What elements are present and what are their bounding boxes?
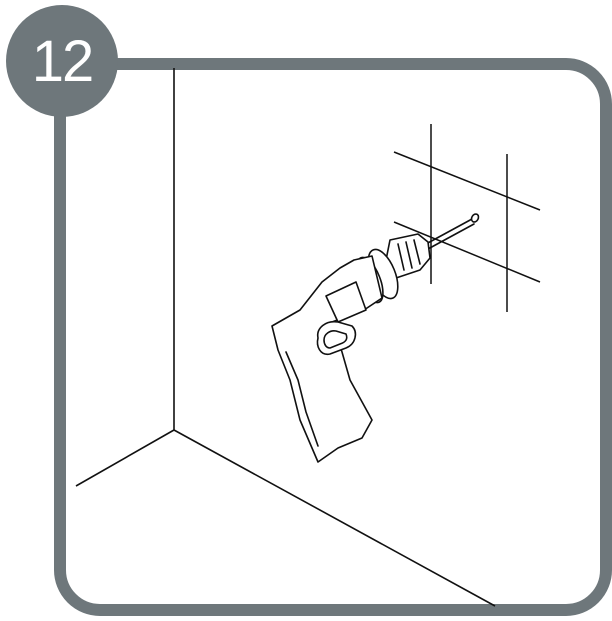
room-corner-lines: [75, 68, 496, 607]
floor-left-line: [75, 429, 175, 487]
guide-horizontal-bottom: [393, 221, 541, 283]
drill-chuck-ridge-3: [413, 239, 421, 265]
drill-grip-line: [285, 351, 319, 447]
drill-side-panel: [325, 281, 367, 323]
step-number-badge: 12: [6, 5, 118, 117]
drill-bit-tip: [470, 213, 480, 223]
drill-trigger-inner: [323, 330, 348, 349]
guide-horizontal-top: [393, 151, 541, 211]
drill-chuck-ridge-2: [405, 241, 413, 269]
wall-mark-crosshair-icon: [393, 124, 541, 312]
floor-right-line: [173, 429, 496, 607]
drill-chuck-ridge-1: [397, 243, 405, 271]
drill-bit-edge: [427, 223, 475, 250]
drill-bit: [425, 218, 473, 245]
step-number: 12: [31, 29, 94, 94]
power-drill-icon: [271, 213, 480, 463]
